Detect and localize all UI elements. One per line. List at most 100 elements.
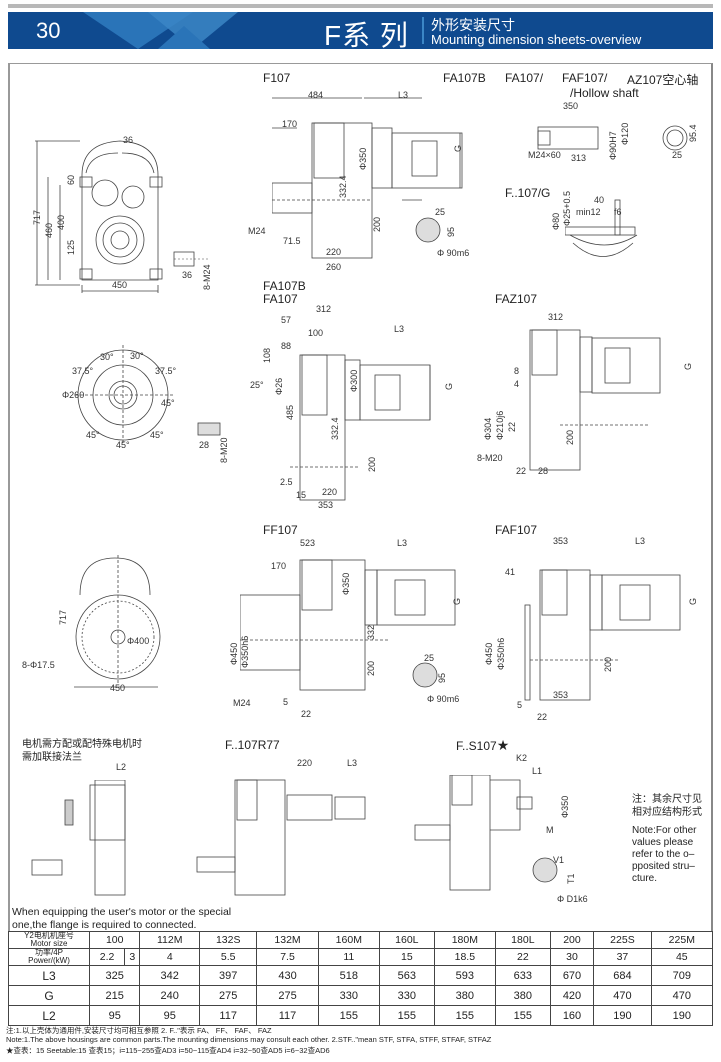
dim-l3-r77: L3 [347, 758, 358, 768]
page-number: 30 [36, 18, 61, 43]
adapter-note-cn: 电机需方配或配特殊电机时 需加联接法兰 [22, 738, 142, 764]
dim-88: 88 [281, 341, 292, 351]
view-title-hollow-shaft: /Hollow shaft [570, 86, 639, 100]
motor-size-header-en: Motor size [30, 939, 68, 948]
series-title: F系 列 [324, 20, 409, 49]
table-cell: 160L [378, 931, 435, 949]
dim-36: 36 [123, 135, 134, 145]
dim-200-ff: 200 [366, 660, 376, 676]
dim-key-95-ff: 95 [437, 672, 447, 683]
dim-min12: min12 [576, 207, 601, 217]
dim-l3-ff: L3 [397, 538, 408, 548]
table-cell: 5.5 [199, 948, 258, 966]
dim-25: 25 [672, 150, 683, 160]
view-title-faz107: FAZ107 [495, 292, 538, 306]
dim-353b-faf: 353 [553, 690, 569, 700]
table-cell: 240 [139, 985, 201, 1006]
table-cell: 430 [256, 965, 319, 986]
adapter-note-cn-line1: 电机需方配或配特殊电机时 [22, 739, 142, 750]
dim-200-fa: 200 [367, 456, 377, 472]
table-row-l2: L2 95 95 117 117 155 155 155 155 160 190… [8, 1005, 714, 1026]
angle-45-lower-right: 45° [150, 430, 164, 440]
dim-125: 125 [66, 239, 76, 255]
dim-400: 400 [56, 214, 66, 230]
ff107-drawing [240, 559, 456, 691]
table-row-l3: L3 325 342 397 430 518 563 593 633 670 6… [8, 965, 714, 986]
table-cell: 470 [650, 985, 714, 1006]
dim-phi26: Φ26 [274, 377, 284, 395]
dim-8-m20-faz: 8-M20 [477, 453, 503, 463]
table-cell: 100 [88, 931, 141, 949]
dim-phi304: Φ304 [483, 417, 493, 440]
dim-phi450-faf: Φ450 [484, 642, 494, 665]
dim-170-ff: 170 [271, 561, 287, 571]
dim-220-r77: 220 [297, 758, 313, 768]
dim-8: 8 [514, 366, 520, 376]
table-cell: 155 [378, 1005, 435, 1026]
bolt-circle-drawing [75, 345, 175, 445]
view-title-fa107-2: FA107 [263, 292, 298, 306]
dim-717-ff: 717 [58, 609, 68, 625]
f107-drawing [272, 97, 463, 259]
dim-key-25: 25 [435, 207, 446, 217]
shaft-key-section [415, 217, 441, 243]
view-title-ff107: FF107 [263, 523, 298, 537]
dim-313: 313 [571, 153, 587, 163]
dim-28: 28 [199, 440, 210, 450]
table-cell: 2.2 [88, 948, 126, 966]
dim-phi90h7: Φ90H7 [608, 131, 618, 160]
view-title-faf107: FAF107/ [562, 71, 608, 85]
table-cell: 200 [549, 931, 595, 949]
row-label: L2 [8, 1005, 90, 1026]
dim-l3-fa: L3 [394, 324, 405, 334]
dim-phi300: Φ300 [349, 369, 359, 392]
footnote-star: ★查表：15 Seetable:15 查表15；i=115~255查AD3 i=… [6, 1046, 330, 1055]
angle-45-right: 45° [161, 398, 175, 408]
table-cell: 7.5 [256, 948, 319, 966]
table-cell: 684 [593, 965, 652, 986]
dim-36b: 36 [182, 270, 193, 280]
faf107-drawing [524, 569, 681, 701]
table-cell: 633 [494, 965, 551, 986]
dim-450: 450 [112, 280, 128, 290]
dim-460: 460 [44, 222, 54, 238]
view-title-fa107b-2: FA107B [263, 279, 306, 293]
view-title-fa107b: FA107B [443, 71, 486, 85]
dim-28-faz: 28 [538, 466, 549, 476]
dim-m24x60: M24×60 [528, 150, 561, 160]
dim-8-m20: 8-M20 [219, 437, 229, 463]
table-cell: 215 [88, 985, 141, 1006]
angle-30-right: 30° [130, 351, 144, 361]
table-cell: 112M [139, 931, 201, 949]
dim-phi120: Φ120 [620, 122, 630, 145]
adapter-note-en-line1: When equipping the user's motor or the s… [12, 906, 232, 918]
top-rule [8, 4, 713, 8]
table-cell: 709 [650, 965, 714, 986]
angle-30-left: 30° [100, 352, 114, 362]
table-cell: 275 [256, 985, 319, 1006]
table-cell: 180M [433, 931, 496, 949]
dim-key-95: 95 [446, 226, 456, 237]
dim-8-phi17-5: 8-Φ17.5 [22, 660, 55, 670]
table-cell: 275 [199, 985, 258, 1006]
dim-g-fa: G [444, 382, 454, 390]
angle-45-bottom: 45° [116, 440, 130, 450]
dim-v1: V1 [553, 855, 565, 865]
header-decoration [158, 26, 210, 49]
motor-size-header-cn: Y2电机机座号 [24, 931, 74, 940]
table-cell: 155 [317, 1005, 380, 1026]
dim-22: 22 [516, 466, 527, 476]
table-cell: 3 [124, 948, 141, 966]
footnote-cn: 注:1.以上壳体为通用件,安装尺寸均可相互参照 2. F.."表示 FA、 FF… [6, 1026, 272, 1035]
dim-l1: L1 [532, 766, 543, 776]
table-cell: 330 [378, 985, 435, 1006]
dim-5-ff: 5 [283, 697, 289, 707]
table-cell: 45 [650, 948, 714, 966]
subtitle-en: Mounting dinension sheets-overview [431, 32, 642, 47]
dim-312: 312 [316, 304, 332, 314]
dim-key-25-ff: 25 [424, 653, 435, 663]
fs107-title-text: F..S107 [456, 739, 497, 753]
